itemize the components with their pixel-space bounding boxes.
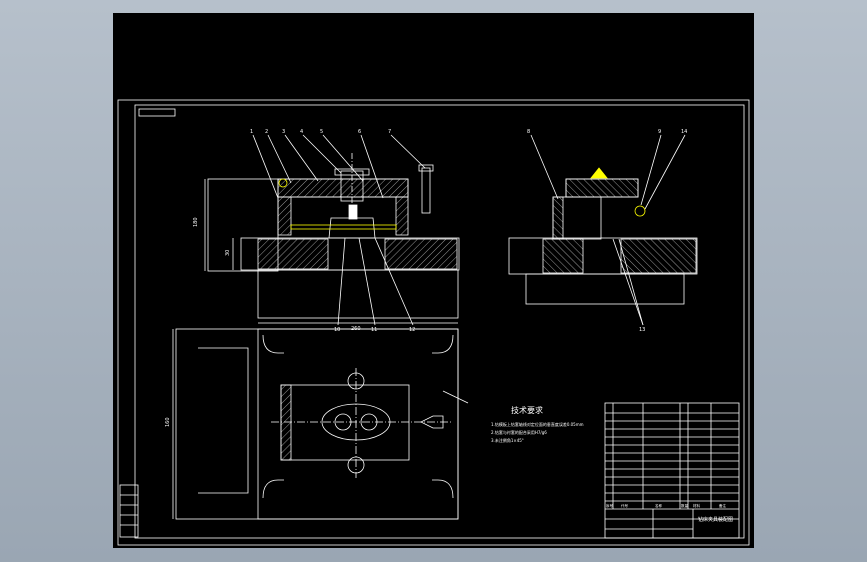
leader-13 — [618, 238, 644, 326]
base-left-hatch — [257, 238, 329, 270]
plan-clamp — [420, 415, 444, 429]
leader-8 — [530, 134, 559, 200]
drill-plate-hatch — [277, 178, 409, 198]
plan-view — [172, 328, 469, 520]
leader-6 — [360, 134, 384, 199]
bom-table — [604, 402, 740, 539]
inner-border — [134, 104, 745, 539]
dim-base-height: 30 — [225, 250, 231, 256]
u-slot-tr — [432, 334, 454, 354]
tech-req-item-3: 3.未注倒角1×45° — [491, 437, 524, 443]
side-base-hatch-right — [620, 238, 697, 274]
leader-11 — [358, 237, 376, 326]
dim-plan-height: 160 — [165, 417, 171, 427]
u-slot-tl — [262, 334, 284, 354]
plan-leader — [442, 390, 469, 404]
bom-header-no: 序号 — [606, 503, 614, 508]
bom-header-remark: 备注 — [719, 503, 727, 508]
leader-12 — [374, 237, 414, 326]
change-table — [119, 484, 139, 538]
u-slot-br — [432, 479, 454, 499]
callout-7: 7 — [388, 129, 391, 135]
bom-header-name: 名称 — [655, 503, 663, 508]
side-lower-block — [525, 273, 685, 305]
leader-10 — [337, 237, 346, 326]
locating-pin — [348, 204, 358, 220]
plan-dim-bracket — [198, 347, 249, 494]
bom-header-qty: 数量 — [681, 503, 689, 508]
side-top-outline — [565, 178, 639, 198]
plan-plate-hatch — [280, 384, 292, 461]
bom-header-material: 材料 — [693, 503, 701, 508]
leader-9 — [640, 134, 662, 206]
side-bushing-yellow — [590, 167, 608, 179]
outer-border — [117, 99, 750, 546]
leader-5 — [322, 134, 364, 182]
leader-1 — [252, 134, 279, 199]
tech-req-item-2: 2.钻套与衬套的配合采用H7/g6 — [491, 429, 547, 435]
front-lower-block — [257, 269, 459, 319]
screw-highlight — [278, 178, 288, 188]
callout-1: 1 — [250, 129, 253, 135]
left-post-hatch — [277, 196, 292, 236]
tech-req-item-1: 1.钻模板上钻套轴线对定位面的垂直度误差0.05mm — [491, 421, 584, 427]
callout-14: 14 — [681, 129, 687, 135]
leader-3 — [284, 134, 319, 182]
callout-8: 8 — [527, 129, 530, 135]
drawing-annotations: 1 2 3 4 5 6 7 10 11 12 8 9 14 13 180 260… — [165, 129, 733, 523]
leader-7 — [390, 134, 426, 169]
leader-13b — [612, 238, 644, 326]
side-view — [508, 134, 698, 326]
callout-12: 12 — [409, 327, 415, 333]
title-block — [119, 402, 740, 539]
clamp-bolt-head — [418, 164, 434, 172]
callout-9: 9 — [658, 129, 661, 135]
clamp-bolt — [421, 167, 431, 214]
callout-2: 2 — [265, 129, 268, 135]
callout-13: 13 — [639, 327, 645, 333]
side-base-hatch-left — [542, 238, 584, 274]
dim-front-width: 260 — [351, 326, 361, 332]
leader-2 — [267, 134, 292, 184]
tech-req-title: 技术要求 — [511, 405, 543, 415]
base-right-hatch — [384, 238, 458, 270]
plan-base — [257, 328, 459, 520]
callout-11: 11 — [371, 327, 377, 333]
drawing-name: 钻床夹具装配图 — [698, 516, 733, 523]
right-post-hatch — [395, 196, 409, 236]
callout-6: 6 — [358, 129, 361, 135]
leader-14 — [644, 134, 686, 210]
callout-5: 5 — [320, 129, 323, 135]
u-slot-bl — [262, 479, 284, 499]
corner-code-box — [138, 108, 176, 117]
assembly-drawing — [117, 99, 750, 546]
leader-4 — [302, 134, 342, 174]
bom-header-code: 代号 — [621, 503, 629, 508]
front-view — [204, 134, 460, 326]
dim-front-height: 180 — [193, 217, 199, 227]
drawing-sheet: 1 2 3 4 5 6 7 10 11 12 8 9 14 13 180 260… — [113, 13, 754, 548]
callout-3: 3 — [282, 129, 285, 135]
workpiece-highlight — [290, 224, 397, 230]
callout-4: 4 — [300, 129, 303, 135]
callout-10: 10 — [334, 327, 340, 333]
side-nut-highlight — [634, 205, 646, 217]
